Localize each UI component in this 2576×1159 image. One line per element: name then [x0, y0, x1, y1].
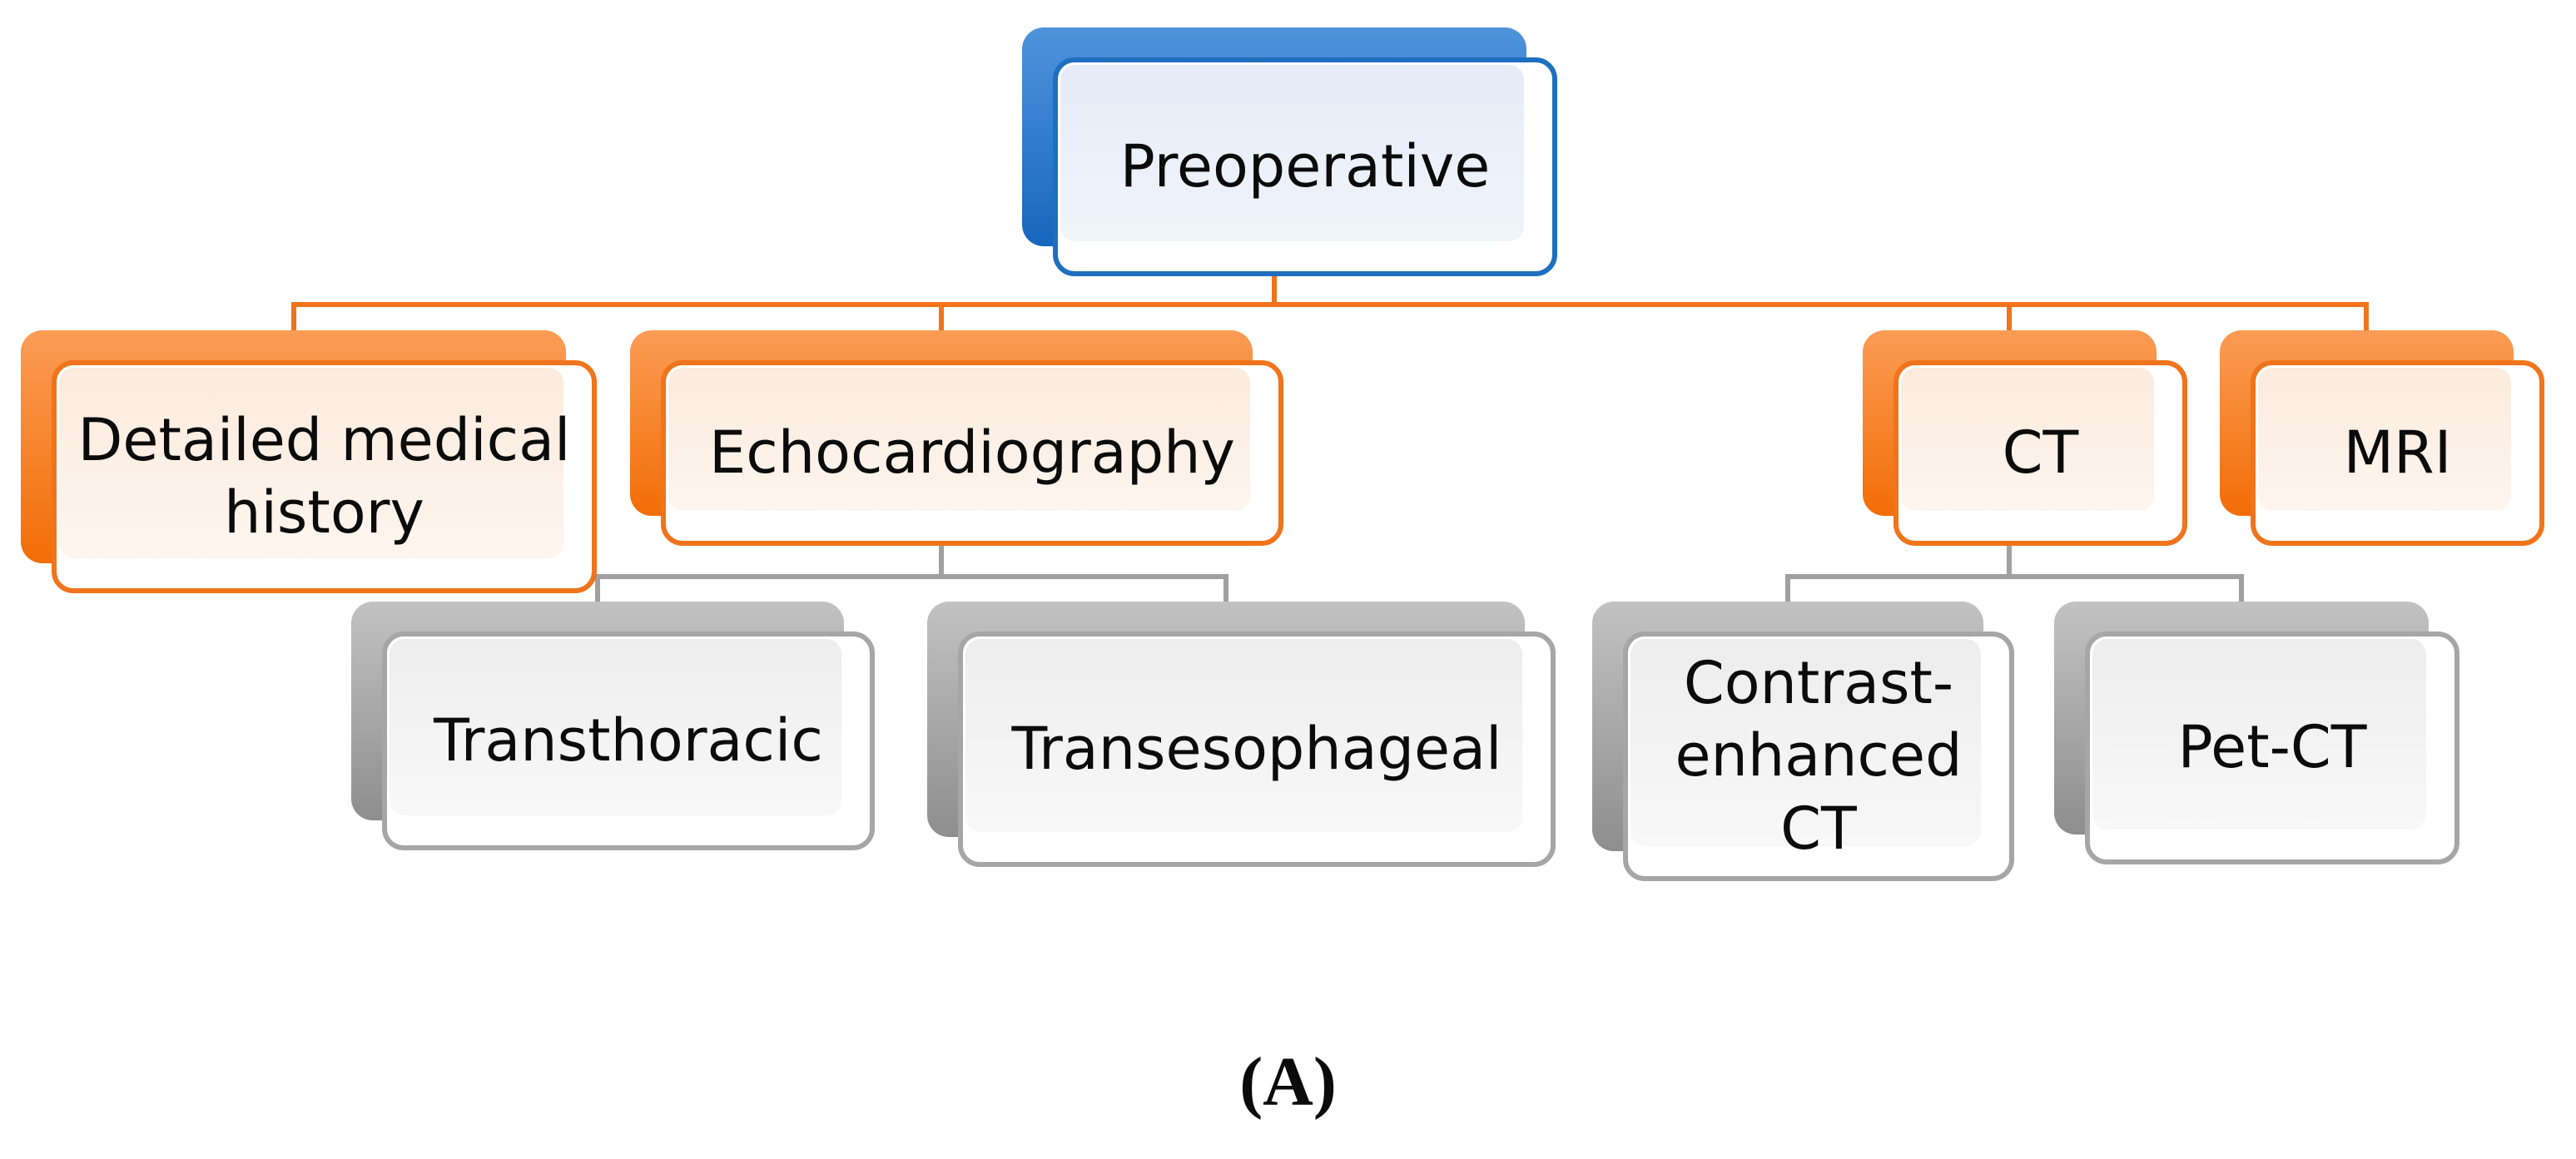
node-card: Transthoracic: [382, 632, 875, 850]
connector-ct-bar: [1785, 574, 2244, 579]
node-detailed-medical-history: Detailed medical history: [21, 330, 597, 593]
node-card: Detailed medical history: [52, 360, 597, 593]
connector-drop-transthoracic: [595, 574, 600, 606]
connector-ct-stem: [2007, 541, 2012, 578]
connector-echo-stem: [939, 541, 944, 578]
node-label: Pet-CT: [2177, 713, 2367, 782]
node-label: Detailed medical history: [77, 405, 571, 547]
connector-drop-ct: [2007, 302, 2012, 335]
node-mri: MRI: [2220, 330, 2544, 546]
node-label: Contrast-enhanced CT: [1675, 648, 1963, 863]
figure-caption: (A): [1239, 1043, 1337, 1121]
node-label: CT: [2002, 418, 2079, 487]
node-card: Pet-CT: [2085, 632, 2459, 864]
node-label: Echocardiography: [709, 418, 1235, 487]
node-card: Preoperative: [1053, 57, 1557, 276]
node-transesophageal: Transesophageal: [927, 602, 1556, 867]
connector-echo-bar: [595, 574, 1228, 579]
node-card: Echocardiography: [661, 360, 1283, 546]
node-card: CT: [1894, 360, 2187, 546]
node-label: Transesophageal: [1011, 714, 1502, 783]
connector-drop-echocardiography: [939, 302, 944, 335]
connector-drop-history: [291, 302, 296, 335]
node-pet-ct: Pet-CT: [2054, 602, 2459, 864]
connector-drop-transesophageal: [1223, 574, 1228, 606]
node-label: Preoperative: [1119, 131, 1491, 201]
node-card: Transesophageal: [958, 632, 1556, 867]
node-card: MRI: [2251, 360, 2544, 546]
node-ct: CT: [1863, 330, 2187, 546]
node-preoperative: Preoperative: [1022, 27, 1557, 276]
node-transthoracic: Transthoracic: [351, 602, 875, 850]
node-echocardiography: Echocardiography: [630, 330, 1283, 546]
node-label: Transthoracic: [434, 706, 823, 775]
connector-drop-mri: [2364, 302, 2369, 335]
node-label: MRI: [2343, 418, 2452, 487]
connector-drop-contrast-enhanced-ct: [1785, 574, 1790, 606]
node-contrast-enhanced-ct: Contrast-enhanced CT: [1592, 602, 2014, 881]
node-card: Contrast-enhanced CT: [1623, 632, 2014, 881]
connector-drop-pet-ct: [2239, 574, 2244, 606]
connector-level2-bar: [291, 302, 2369, 307]
